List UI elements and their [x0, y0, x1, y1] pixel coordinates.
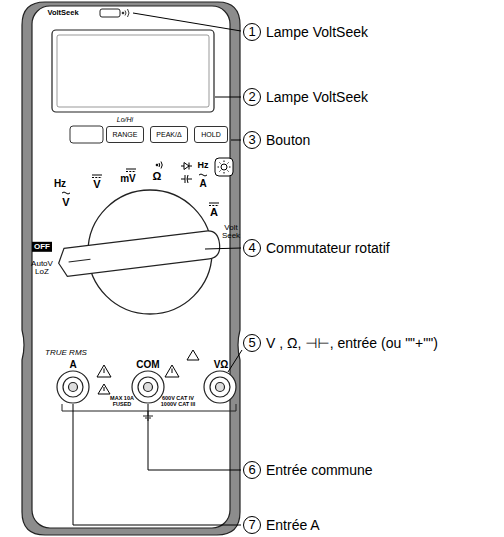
callout-label: Entrée A — [266, 516, 320, 534]
blank-button — [70, 126, 103, 143]
callout-label: Lampe VoltSeek — [266, 23, 368, 41]
jack-label: VΩ — [214, 360, 229, 371]
callout: 2 Lampe VoltSeek — [243, 87, 368, 107]
callout-number: 4 — [243, 239, 261, 257]
callout: 7 Entrée A — [243, 515, 320, 535]
callout-number: 6 — [243, 461, 261, 479]
button-caption: PEAK/Δ — [156, 131, 181, 138]
rating-label: 600V CAT IV 1000V CAT III — [158, 396, 198, 408]
callout-label: Lampe VoltSeek — [266, 88, 368, 106]
callout-number: 2 — [243, 88, 261, 106]
dial-knob — [57, 230, 221, 278]
callout: 1 Lampe VoltSeek — [243, 22, 368, 42]
warning-symbol — [97, 350, 199, 394]
display-window — [57, 35, 209, 107]
callout-label: Commutateur rotatif — [266, 239, 390, 257]
dial-label: Hz — [54, 179, 66, 190]
callout: 5 V , Ω, ⊣⊢, entrée (ou ""+"") — [243, 333, 438, 353]
dial-label: AutoV LoZ — [27, 260, 57, 277]
callout-label: V , Ω, ⊣⊢, entrée (ou ""+"") — [266, 334, 438, 352]
holster — [22, 2, 240, 535]
dial-label: A — [199, 179, 206, 190]
true-rms-label: TRUE RMS — [45, 349, 87, 357]
lamp-signal-icon — [122, 9, 129, 17]
dial-label: V — [62, 197, 69, 209]
callout-number: 7 — [243, 516, 261, 534]
callout: 4 Commutateur rotatif — [243, 238, 390, 258]
callout-number: 5 — [243, 334, 261, 352]
callout-label: Bouton — [266, 131, 310, 149]
button-legend: Lo/Hi — [117, 116, 133, 123]
rating-label: MAX 10A FUSED — [109, 396, 135, 408]
voltseek-lamp — [100, 9, 120, 17]
meter-body — [32, 6, 230, 528]
meter-button: HOLD — [194, 126, 228, 143]
brand-label: VoltSeek — [47, 9, 78, 17]
callout-number: 3 — [243, 131, 261, 149]
jack-label: COM — [136, 360, 159, 371]
button-caption: RANGE — [113, 131, 138, 138]
button-caption: HOLD — [201, 131, 220, 138]
jack-label: A — [69, 360, 76, 371]
jack-bracket — [62, 404, 236, 420]
dial-label: A — [210, 207, 218, 219]
callout-number: 1 — [243, 23, 261, 41]
display — [52, 30, 214, 112]
leader-line — [73, 13, 242, 525]
dial-label: Volt Seek — [218, 224, 244, 241]
input-jacks — [57, 371, 236, 403]
off-label: OFF — [32, 242, 52, 252]
callout-label: Entrée commune — [266, 461, 373, 479]
meter-button: PEAK/Δ — [150, 126, 188, 143]
dial-label: mV — [120, 174, 136, 185]
dial-label: Hz — [198, 161, 209, 170]
dial-label: Ω — [153, 171, 162, 183]
callout: 3 Bouton — [243, 130, 310, 150]
callout: 6 Entrée commune — [243, 460, 373, 480]
dial-label: V — [93, 179, 100, 191]
dial-symbols — [62, 158, 233, 206]
meter-button: Lo/HiRANGE — [106, 126, 144, 143]
